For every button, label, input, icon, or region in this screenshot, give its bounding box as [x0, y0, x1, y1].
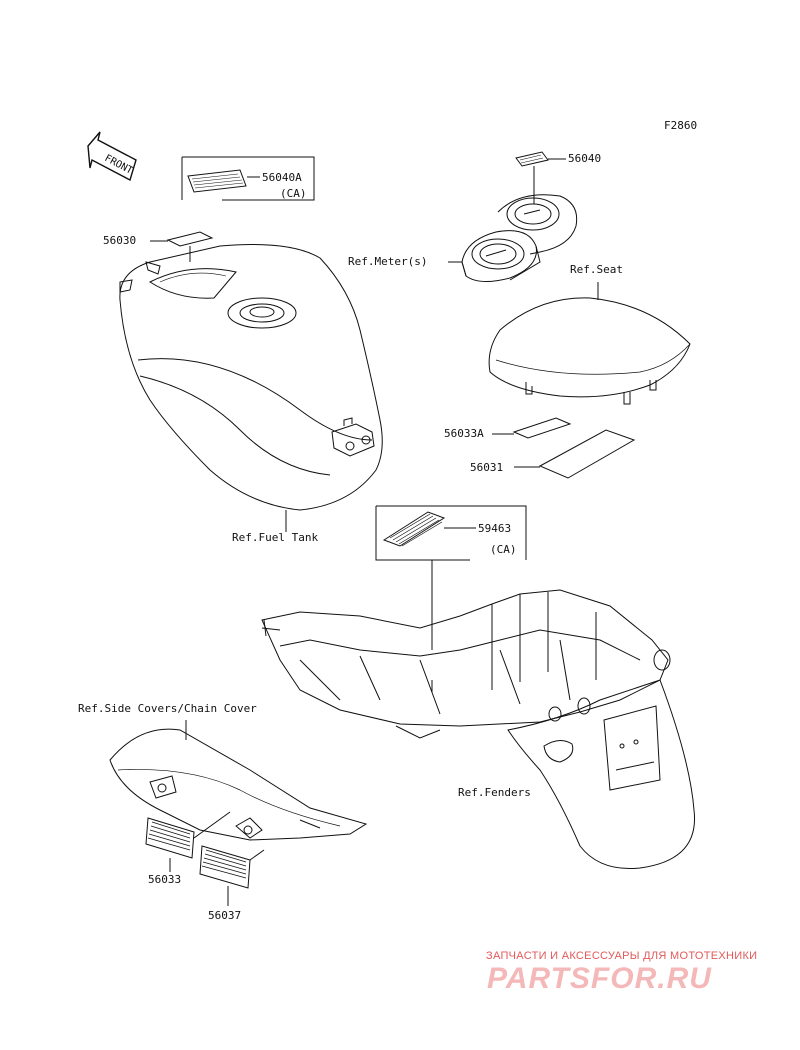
decal-56040 — [515, 151, 566, 204]
chain-cover — [109, 720, 368, 841]
callout-ref-meter: Ref.Meter(s) — [348, 255, 428, 268]
callout-56030: 56030 — [103, 234, 137, 247]
decal-56037 — [199, 845, 265, 906]
callout-59463: 59463 — [478, 522, 512, 535]
decal-56030 — [150, 231, 214, 262]
decal-56031 — [514, 429, 636, 479]
figure-code: F2860 — [664, 119, 698, 132]
front-arrow-icon: FRONT — [87, 131, 137, 182]
callout-ref-fenders: Ref.Fenders — [458, 786, 531, 799]
decal-56033 — [145, 811, 231, 872]
rear-undertray — [261, 589, 671, 739]
meter-assembly — [448, 194, 578, 282]
callout-ref-seat: Ref.Seat — [570, 263, 623, 276]
callout-56031: 56031 — [470, 461, 504, 474]
seat — [488, 282, 691, 405]
watermark-brand: PARTSFOR.RU — [487, 962, 712, 995]
callout-ref-side-covers: Ref.Side Covers/Chain Cover — [78, 702, 257, 715]
callout-56037: 56037 — [208, 909, 242, 922]
rear-fender — [507, 679, 696, 870]
fuel-tank — [119, 244, 383, 532]
callout-56040A: 56040A — [262, 171, 302, 184]
callout-59463-note: (CA) — [490, 543, 517, 556]
callout-56040: 56040 — [568, 152, 602, 165]
callout-56033: 56033 — [148, 873, 182, 886]
decal-59463 — [375, 505, 527, 650]
watermark-tagline: ЗАПЧАСТИ И АКСЕССУАРЫ ДЛЯ МОТОТЕХНИКИ — [486, 950, 758, 962]
decal-56033A — [492, 417, 572, 439]
callout-56040A-note: (CA) — [280, 187, 307, 200]
callout-ref-fuel-tank: Ref.Fuel Tank — [232, 531, 319, 544]
decal-56040A — [181, 156, 315, 201]
callout-56033A: 56033A — [444, 427, 484, 440]
